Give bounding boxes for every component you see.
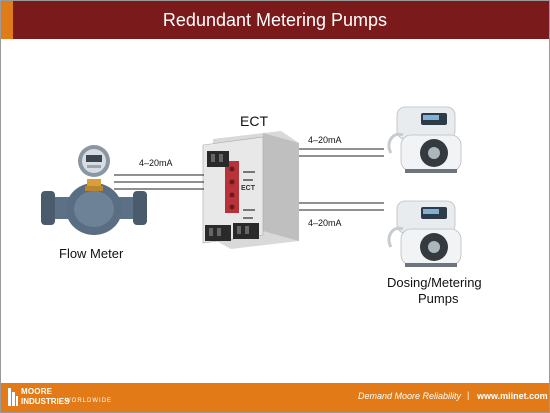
title-bar: Redundant Metering Pumps [1, 1, 549, 39]
signal-in-label: 4–20mA [139, 158, 173, 168]
diagram-graphics [41, 106, 462, 267]
metering-pump-bottom-icon [387, 200, 462, 267]
flow-meter-icon [41, 145, 147, 235]
ect-face-text: ECT [241, 185, 255, 192]
diagram: ECT ECT 4–20mA 4–20mA 4–20mA Flow Meter … [1, 39, 549, 383]
pumps-label-line1: Dosing/Metering [387, 275, 482, 290]
company-logo: MOORE INDUSTRIES WORLDWIDE [7, 386, 127, 410]
footer-separator: | [467, 390, 470, 400]
signal-lines-input [114, 174, 204, 190]
logo-text-moore: MOORE [21, 387, 53, 396]
metering-pump-top-icon [387, 106, 462, 173]
footer-website-link[interactable]: www.miinet.com [477, 391, 548, 401]
logo-text-industries: INDUSTRIES [21, 397, 70, 406]
signal-out-bottom-label: 4–20mA [308, 218, 342, 228]
logo-mark-icon [8, 388, 18, 406]
signal-out-top-label: 4–20mA [308, 135, 342, 145]
title-accent [1, 1, 13, 39]
logo-text-worldwide: WORLDWIDE [65, 398, 112, 404]
pumps-label-line2: Pumps [418, 291, 459, 306]
ect-transmitter-icon [202, 131, 299, 249]
slide-title: Redundant Metering Pumps [162, 10, 388, 30]
ect-label: ECT [240, 113, 268, 129]
signal-lines-output-top [299, 148, 384, 157]
footer-bar: MOORE INDUSTRIES WORLDWIDE Demand Moore … [1, 383, 549, 412]
signal-lines-output-bottom [299, 202, 384, 211]
flow-meter-label: Flow Meter [59, 246, 124, 261]
footer-tagline: Demand Moore Reliability [357, 391, 461, 401]
